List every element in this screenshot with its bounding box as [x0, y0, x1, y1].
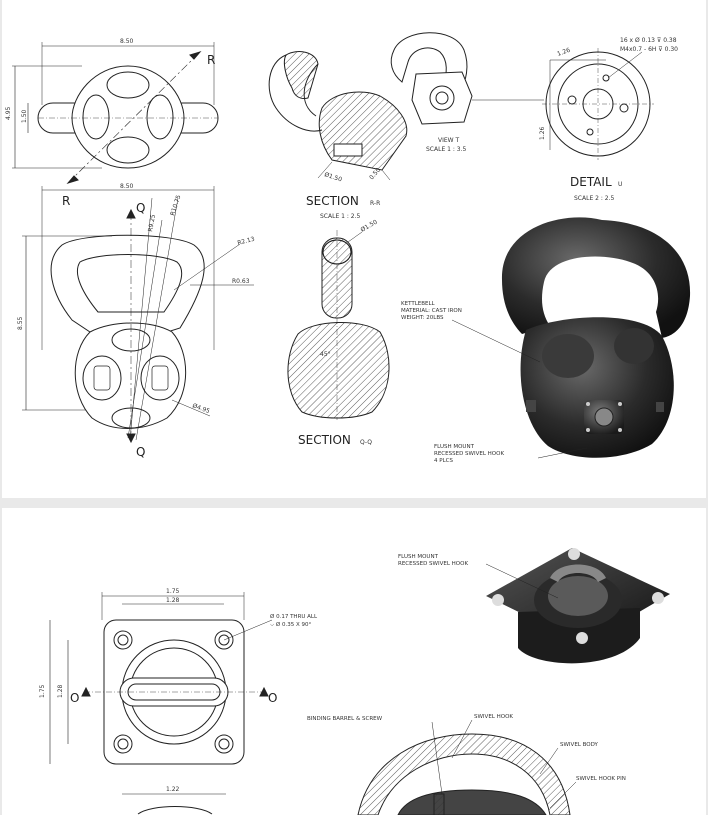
plate-dim-lower: 1.22 [166, 786, 180, 793]
swivel-hook-render [486, 548, 670, 664]
kettlebell-render [501, 217, 691, 458]
view-t-title: VIEW T [438, 137, 460, 144]
detail-u-scale: SCALE 2 : 2.5 [574, 195, 615, 202]
kettlebell-callout-line2: MATERIAL: CAST IRON [401, 308, 462, 314]
section-rr-view [268, 51, 408, 181]
front-view-r-mid: R9.25 [147, 214, 157, 233]
view-t-scale: SCALE 1 : 3.5 [426, 146, 467, 153]
plate-front-view [49, 592, 273, 815]
label-swivel-body: SWIVEL BODY [560, 742, 599, 748]
section-qq-view [287, 230, 390, 420]
front-view-r-outer: R10.75 [169, 194, 182, 217]
plate-hole-note2: ⌵ Ø 0.35 X 90° [270, 621, 312, 628]
plate-hole-note1: Ø 0.17 THRU ALL [270, 613, 318, 620]
detail-u-note-line2: M4x0.7 - 6H ⊽ 0.30 [620, 46, 678, 53]
sheet2-hook-callout-line2: RECESSED SWIVEL HOOK [398, 561, 468, 567]
front-view [22, 186, 254, 444]
detail-u-suffix: U [618, 181, 622, 188]
hook-callout-line3: 4 PLCS [434, 458, 453, 464]
top-view-thickness-dim: 1.50 [21, 109, 28, 123]
plate-section-left: O [70, 691, 79, 705]
label-binding-barrel: BINDING BARREL & SCREW [307, 716, 383, 722]
front-view-section-q-bottom: Q [136, 445, 145, 459]
top-view-height-dim: 4.95 [5, 106, 12, 120]
section-rr-scale: SCALE 1 : 2.5 [320, 213, 361, 220]
detail-u-dim-side: 1.26 [539, 126, 546, 140]
front-view-r-small: R0.63 [232, 278, 250, 285]
detail-u-dim-top: 1.26 [556, 47, 571, 58]
section-qq-dim-b: 45° [320, 351, 331, 358]
drawing-sheet-2: FLUSH MOUNT RECESSED SWIVEL HOOK [2, 508, 706, 815]
swivel-section-view [357, 719, 577, 815]
front-view-r-handle: R2.13 [237, 236, 256, 247]
plate-section-right: O [268, 691, 277, 705]
label-swivel-hook-pin: SWIVEL HOOK PIN [576, 776, 626, 782]
plate-dim-inner-h: 1.28 [57, 684, 64, 698]
plate-dim-outer-h: 1.75 [39, 684, 46, 698]
drawing-sheet-1-canvas: 8.50 4.95 1.50 R [5, 32, 691, 464]
view-t [390, 32, 544, 125]
front-view-width-dim: 8.50 [120, 183, 134, 190]
top-view-width-dim: 8.50 [120, 38, 134, 45]
section-rr-suffix: R-R [370, 200, 380, 207]
section-qq-title: SECTION [298, 433, 351, 447]
front-view-dia-base: Ø4.95 [191, 402, 211, 415]
plate-dim-inner-w: 1.28 [166, 597, 180, 604]
top-view-section-letter: R [207, 53, 215, 67]
label-swivel-hook: SWIVEL HOOK [474, 714, 513, 720]
front-view-height-dim: 8.55 [17, 316, 24, 330]
drawing-sheet-1: 8.50 4.95 1.50 R [2, 0, 706, 498]
detail-u-title: DETAIL [570, 175, 612, 189]
front-view-section-q-top: Q [136, 201, 145, 215]
kettlebell-callout-line3: WEIGHT: 20LBS [401, 315, 444, 321]
section-qq-dim-a: Ø1.50 [360, 219, 379, 234]
hook-callout-line1: FLUSH MOUNT [434, 444, 475, 450]
top-view [12, 42, 219, 184]
front-view-section-r: R [62, 194, 70, 208]
detail-u-view [542, 48, 654, 160]
section-rr-title: SECTION [306, 194, 359, 208]
section-rr-dim-a: Ø1.50 [323, 171, 343, 183]
drawing-sheet-2-canvas: FLUSH MOUNT RECESSED SWIVEL HOOK [39, 548, 670, 815]
section-qq-suffix: Q-Q [360, 439, 372, 446]
kettlebell-callout-line1: KETTLEBELL [401, 301, 436, 307]
sheet2-hook-callout-line1: FLUSH MOUNT [398, 554, 439, 560]
plate-dim-outer-w: 1.75 [166, 588, 180, 595]
hook-callout-line2: RECESSED SWIVEL HOOK [434, 451, 504, 457]
detail-u-note-line1: 16 x Ø 0.13 ⊽ 0.38 [620, 37, 677, 44]
